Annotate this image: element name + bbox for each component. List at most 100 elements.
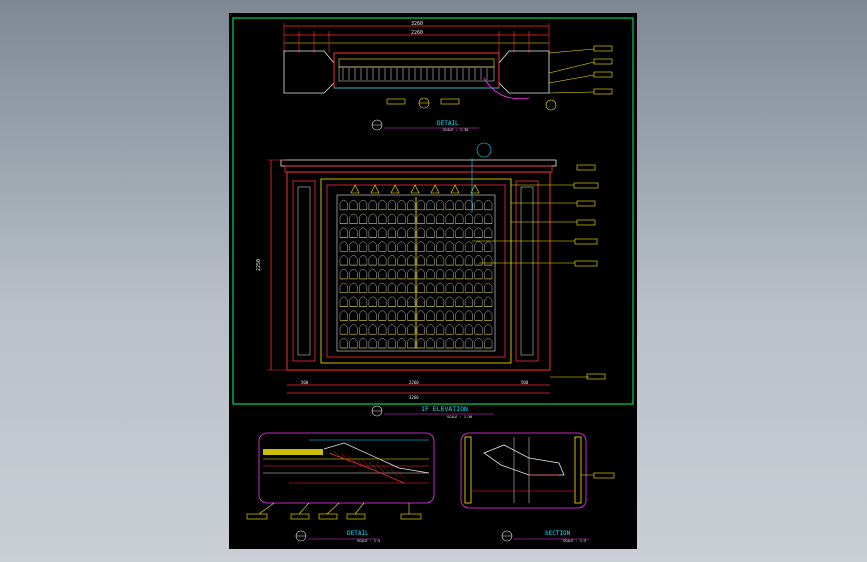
niche-cell [416,241,425,252]
section-scale: SCALE : 1:5 [563,539,586,543]
niche-cell [378,282,387,293]
niche-cell [464,255,473,266]
niche-cell [426,255,435,266]
niche-cell [349,338,358,349]
niche-cell [387,338,396,349]
niche-cell [455,241,464,252]
niche-cell [484,324,493,335]
niche-cell [407,241,416,252]
niche-cell [407,213,416,224]
niche-cell [474,255,483,266]
niche-cell [474,338,483,349]
niche-cell [397,268,406,280]
niche-cell [455,213,464,224]
niche-cell [339,296,348,307]
niche-cell [426,310,435,321]
niche-cell [368,282,377,293]
niche-cell [407,338,416,349]
dim-elev-inner: 2260 [409,380,419,385]
niche-cell [426,241,435,252]
niche-cell [445,338,454,349]
niche-cell [407,324,416,335]
lamp-icon [410,184,420,194]
niche-cell [339,255,348,266]
niche-cell [378,255,387,266]
niche-cell [407,199,416,211]
niche-cell [368,268,377,280]
bottom-detail: DETAIL SCALE : 1:5 [246,432,435,543]
elevation-scale: SCALE : 1:30 [447,415,472,419]
hatch-line [368,461,378,471]
niche-cell [436,324,445,335]
section-title: SECTION [545,530,571,537]
niche-cell [407,310,416,321]
niche-cell [349,324,358,335]
niche-cell [484,227,493,238]
niche-cell [349,241,358,252]
drawing-sheet: 3260 2260 [229,13,637,549]
hatch-line [333,450,343,460]
niche-cell [455,310,464,321]
niche-cell [349,199,358,211]
niche-cell [397,296,406,307]
niche-cell [378,199,387,211]
niche-cell [378,213,387,224]
lamp-icon [350,184,360,194]
top-detail: 3260 2260 [283,21,613,132]
niche-cell [368,227,377,238]
niche-cell [464,227,473,238]
niche-cell [474,199,483,211]
niche-cell [339,199,348,211]
niche-cell [484,213,493,224]
niche-cell [339,227,348,238]
niche-cell [455,199,464,211]
niche-cell [464,338,473,349]
niche-cell [349,227,358,238]
niche-cell [445,310,454,321]
niche-cell [368,296,377,307]
niche-cell [484,282,493,293]
niche-cell [445,213,454,224]
niche-cell [359,282,368,293]
niche-cell [436,199,445,211]
elevation-tags [472,164,606,380]
hatch-line [396,470,406,479]
niche-cell [474,282,483,293]
niche-cell [484,296,493,307]
niche-cell [416,213,425,224]
niche-cell [416,199,425,211]
niche-cell [416,227,425,238]
niche-cell [359,199,368,211]
lamp-icon [470,184,480,194]
niche-cell [445,268,454,280]
niche-cell [359,241,368,252]
niche-cell [436,213,445,224]
niche-cell [436,241,445,252]
niche-cell [445,255,454,266]
niche-cell [368,199,377,211]
niche-cell [436,282,445,293]
niche-cell [407,227,416,238]
niche-cell [359,213,368,224]
niche-cell [349,296,358,307]
niche-cell [349,213,358,224]
niche-cell [349,282,358,293]
niche-cell [378,227,387,238]
niche-cell [378,338,387,349]
niche-cell [378,241,387,252]
view-frame [232,17,634,405]
niche-cell [349,310,358,321]
elevation-view: 2250 500 2260 500 3260 1F ELEVATION SCAL… [256,142,606,419]
niche-cell [474,296,483,307]
niche-cell [359,296,368,307]
niche-cell [397,338,406,349]
niche-cell [464,199,473,211]
niche-cell [339,338,348,349]
niche-cell [359,268,368,280]
niche-cell [387,296,396,307]
niche-cell [445,296,454,307]
niche-cell [368,255,377,266]
lamp-icon [430,184,440,194]
niche-cell [349,255,358,266]
detail-bottom-title: DETAIL [347,530,369,537]
